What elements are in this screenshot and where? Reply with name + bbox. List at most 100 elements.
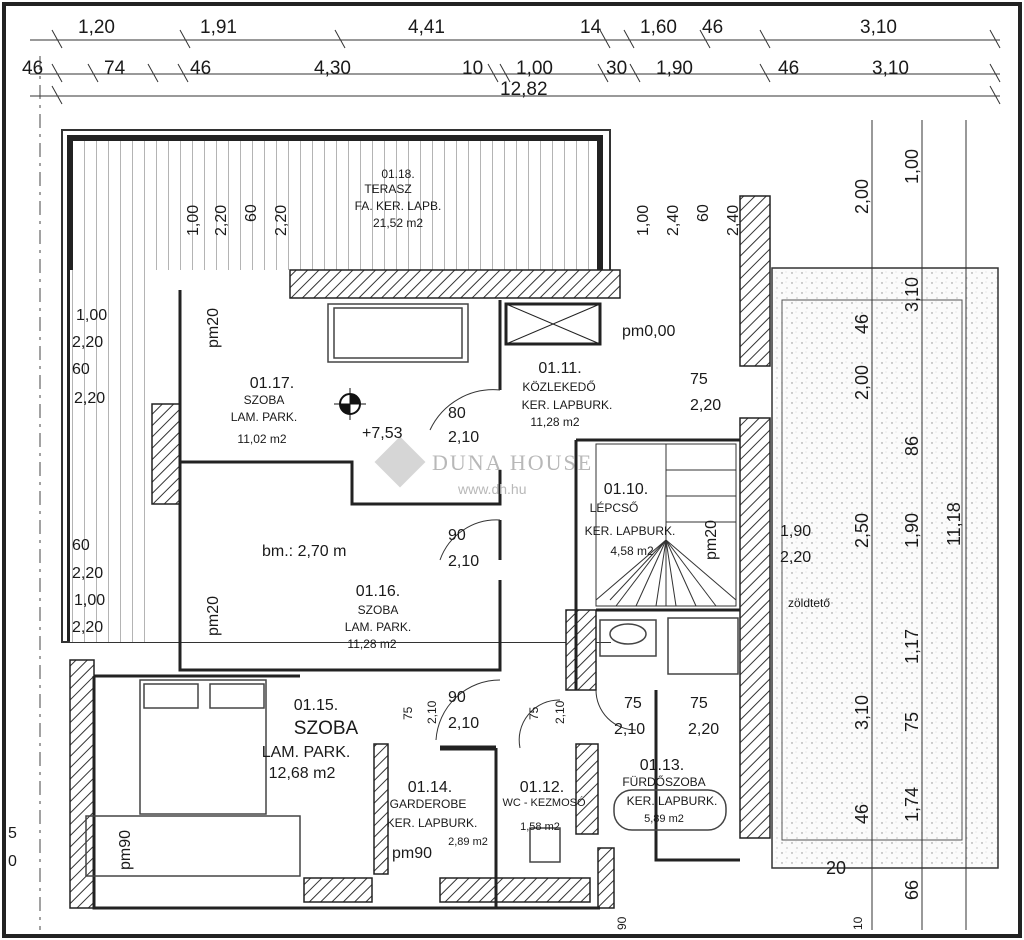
dim: 2,00	[852, 365, 872, 400]
bath-door-width: 75	[690, 695, 708, 712]
floor-level-01-16: pm20	[205, 596, 222, 636]
dim-top2-5: 1,00	[516, 58, 553, 79]
dim-top2-6: 30	[606, 58, 627, 79]
dim: 75	[902, 712, 922, 732]
garderobe-door-height: 2,10	[425, 700, 439, 724]
room-area: 21,52 m2	[373, 216, 423, 230]
dim: 2,00	[852, 179, 872, 214]
dim: 1,00	[902, 149, 922, 184]
garderobe-door-width: 75	[401, 706, 415, 720]
dim: 2,20	[72, 334, 103, 351]
top-dimension-row-2: 46 74 46 4,30 10 1,00 30 1,90 46 3,10	[22, 58, 909, 79]
dim: 60	[72, 537, 90, 554]
dim: 2,20	[213, 205, 230, 236]
room-finish: LAM. PARK.	[231, 410, 297, 424]
room-finish: KER. LAPBURK.	[585, 524, 676, 538]
room-finish: KER. LAPBURK.	[387, 816, 478, 830]
wc-vertical-height: 2,10	[553, 700, 567, 724]
room-code: 01.11.	[538, 360, 581, 377]
dim-top1-2: 4,41	[408, 17, 445, 38]
dim: 3,10	[852, 695, 872, 730]
watermark-brand: DUNA HOUSE	[432, 450, 593, 475]
room-name: SZOBA	[244, 393, 285, 407]
dim: 1,00	[635, 205, 652, 236]
stair	[595, 443, 737, 607]
dim: 46	[852, 314, 872, 334]
dim: 1,90	[902, 513, 922, 548]
dim-top2-1: 74	[104, 58, 126, 79]
dim: 60	[72, 361, 90, 378]
floor-level-01-15: pm90	[117, 830, 134, 870]
dim: 3,10	[902, 277, 922, 312]
room-finish: FA. KER. LAPB.	[355, 199, 442, 213]
room-01-14: 01.14. GARDEROBE KER. LAPBURK. 2,89 m2	[387, 779, 488, 848]
edge-mark: 5	[8, 825, 17, 842]
room-name: SZOBA	[294, 718, 359, 739]
floor-level-01-17: pm20	[205, 308, 222, 348]
room-finish: LAM. PARK.	[345, 620, 411, 634]
door-01-16-width: 90	[448, 527, 466, 544]
dim-top2-7: 1,90	[656, 58, 693, 79]
room-name: SZOBA	[358, 603, 399, 617]
room-area: 1,58 m2	[520, 821, 560, 833]
room-finish: KER. LAPBURK.	[522, 398, 613, 412]
dim-top2-2: 46	[190, 58, 211, 79]
room-code: 01.17.	[250, 375, 294, 392]
room-name: GARDEROBE	[390, 797, 467, 811]
dim-top1-4: 1,60	[640, 17, 677, 38]
room-name: TERASZ	[364, 182, 411, 196]
room-code: 01.14.	[408, 779, 452, 796]
left-opening-dims-top: 1,00 2,20 60 2,20	[72, 307, 107, 407]
interior-walls	[92, 290, 740, 910]
door-01-15-width: 90	[448, 689, 466, 706]
door-swings	[429, 389, 637, 749]
dim: 2,40	[665, 205, 682, 236]
level-marker-icon	[334, 388, 366, 420]
terrace-opening-dims-right: 1,00 2,40 60 2,40	[635, 204, 742, 236]
left-opening-dims-bottom: 60 2,20 1,00 2,20	[72, 537, 105, 636]
furniture	[85, 303, 739, 877]
room-name: FÜRDŐSZOBA	[622, 774, 705, 789]
room-area: 11,02 m2	[237, 432, 286, 446]
room-name: LÉPCSŐ	[590, 500, 639, 515]
terrace	[61, 129, 618, 643]
wc-door-width: 75	[624, 695, 642, 712]
dim-top2-8: 46	[778, 58, 799, 79]
dim: 60	[695, 204, 712, 222]
room-area: 2,89 m2	[448, 836, 488, 848]
green-roof-label: zöldtető	[788, 596, 830, 610]
room-area: 5,89 m2	[644, 813, 684, 825]
room-name: WC - KEZMOSÓ	[502, 796, 586, 809]
floor-level-hall: pm0,00	[622, 323, 675, 340]
room-area: 4,58 m2	[610, 544, 654, 558]
dim: 1,74	[902, 787, 922, 822]
room-area: 11,28 m2	[530, 415, 579, 429]
ceiling-height: bm.: 2,70 m	[262, 543, 346, 560]
right-dimension-lines	[871, 120, 967, 930]
bath-door-height: 2,20	[688, 721, 719, 738]
room-name: KÖZLEKEDŐ	[522, 379, 595, 394]
top-dimension-row-1: 1,20 1,91 4,41 14 1,60 46 3,10	[78, 17, 897, 38]
wc-vertical-width: 75	[527, 706, 541, 720]
dim: 2,20	[273, 205, 290, 236]
total-height: 11,18	[944, 502, 964, 546]
room-code: 01.12.	[520, 779, 564, 796]
room-01-11: 01.11. KÖZLEKEDŐ KER. LAPBURK. 11,28 m2	[522, 360, 613, 429]
room-code: 01.15.	[294, 697, 338, 714]
door-01-17-width: 80	[448, 405, 466, 422]
room-finish: KER. LAPBURK.	[627, 794, 718, 808]
dim: 1,00	[185, 205, 202, 236]
room-area: 12,68 m2	[269, 765, 336, 782]
dim: 86	[902, 436, 922, 456]
dim: 60	[243, 204, 260, 222]
room-code: 01.13.	[640, 757, 684, 774]
room-code: 01.16.	[356, 583, 400, 600]
dim: 1,17	[902, 629, 922, 664]
dim-top2-9: 3,10	[872, 58, 909, 79]
room-01-16: 01.16. SZOBA LAM. PARK. 11,28 m2	[345, 583, 411, 651]
dim: 20	[826, 858, 846, 878]
door-01-16-height: 2,10	[448, 553, 479, 570]
walls	[69, 195, 771, 909]
total-width: 12,82	[500, 79, 548, 100]
